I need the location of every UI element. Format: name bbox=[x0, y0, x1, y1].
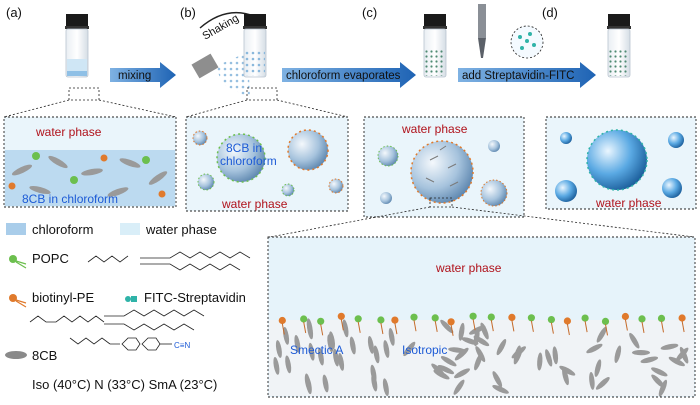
panel-b-water-label: water phase bbox=[221, 197, 288, 211]
legend-water-swatch bbox=[120, 223, 140, 235]
panel-d-letter: (d) bbox=[542, 5, 558, 20]
arrow-evaporate: chloroform evaporates bbox=[282, 62, 416, 88]
legend-popc-label: POPC bbox=[32, 251, 69, 266]
panel-c: (c) water phase bbox=[269, 5, 695, 238]
legend-biotinyl-label: biotinyl-PE bbox=[32, 290, 94, 305]
legend-8cb-label: 8CB bbox=[32, 348, 57, 363]
legend-water-label: water phase bbox=[145, 222, 217, 237]
legend: chloroform water phase POPC biotinyl-PE … bbox=[5, 222, 251, 392]
8cb-structure bbox=[121, 337, 172, 351]
zoom-smectic-label: Smectic A bbox=[290, 343, 343, 357]
panel-d-water-label: water phase bbox=[595, 196, 662, 210]
legend-chloroform-label: chloroform bbox=[32, 222, 93, 237]
panel-a-letter: (a) bbox=[6, 5, 22, 20]
biotinyl-icon bbox=[9, 294, 27, 308]
vial-c bbox=[422, 13, 448, 78]
panel-c-water-label: water phase bbox=[401, 122, 468, 136]
panel-a: (a) water phase 8CB in chlorof bbox=[3, 5, 177, 208]
legend-chloroform-swatch bbox=[6, 223, 26, 235]
zoom-isotropic-label: Isotropic bbox=[402, 343, 447, 357]
vial-b bbox=[242, 13, 268, 78]
panel-b-letter: (b) bbox=[180, 5, 196, 20]
panel-a-molecules bbox=[8, 152, 168, 198]
arrow-mixing: mixing bbox=[110, 62, 176, 88]
zoom-molecules bbox=[273, 312, 689, 397]
pipette-icon bbox=[478, 4, 486, 38]
8cb-icon bbox=[5, 351, 27, 359]
legend-transition-label: Iso (40°C) N (33°C) SmA (23°C) bbox=[32, 377, 217, 392]
popc-structure bbox=[87, 251, 251, 271]
biotinyl-structure bbox=[29, 309, 205, 331]
zoom-panel: water phase Smectic A Isotropic bbox=[267, 236, 696, 398]
arrow-streptavidin: add Streptavidin-FITC bbox=[458, 4, 596, 88]
vial-a bbox=[64, 13, 90, 78]
vial-d bbox=[606, 13, 632, 78]
cn-label: C≡N bbox=[174, 341, 190, 350]
panel-d: (d) water phase bbox=[542, 5, 697, 210]
popc-icon bbox=[9, 255, 27, 269]
shaking-label: Shaking bbox=[201, 12, 241, 42]
arrow-evaporate-label: chloroform evaporates bbox=[286, 70, 401, 82]
fitc-streptavidin-icon bbox=[125, 296, 137, 302]
arrow-streptavidin-label: add Streptavidin-FITC bbox=[462, 70, 575, 82]
panel-c-letter: (c) bbox=[362, 5, 377, 20]
arrow-mixing-label: mixing bbox=[118, 70, 151, 82]
panel-a-water-label: water phase bbox=[35, 125, 102, 139]
zoom-water-label: water phase bbox=[435, 261, 502, 275]
legend-fitc-label: FITC-Streptavidin bbox=[144, 290, 246, 305]
panel-a-chloroform-label: 8CB in chloroform bbox=[22, 192, 118, 206]
